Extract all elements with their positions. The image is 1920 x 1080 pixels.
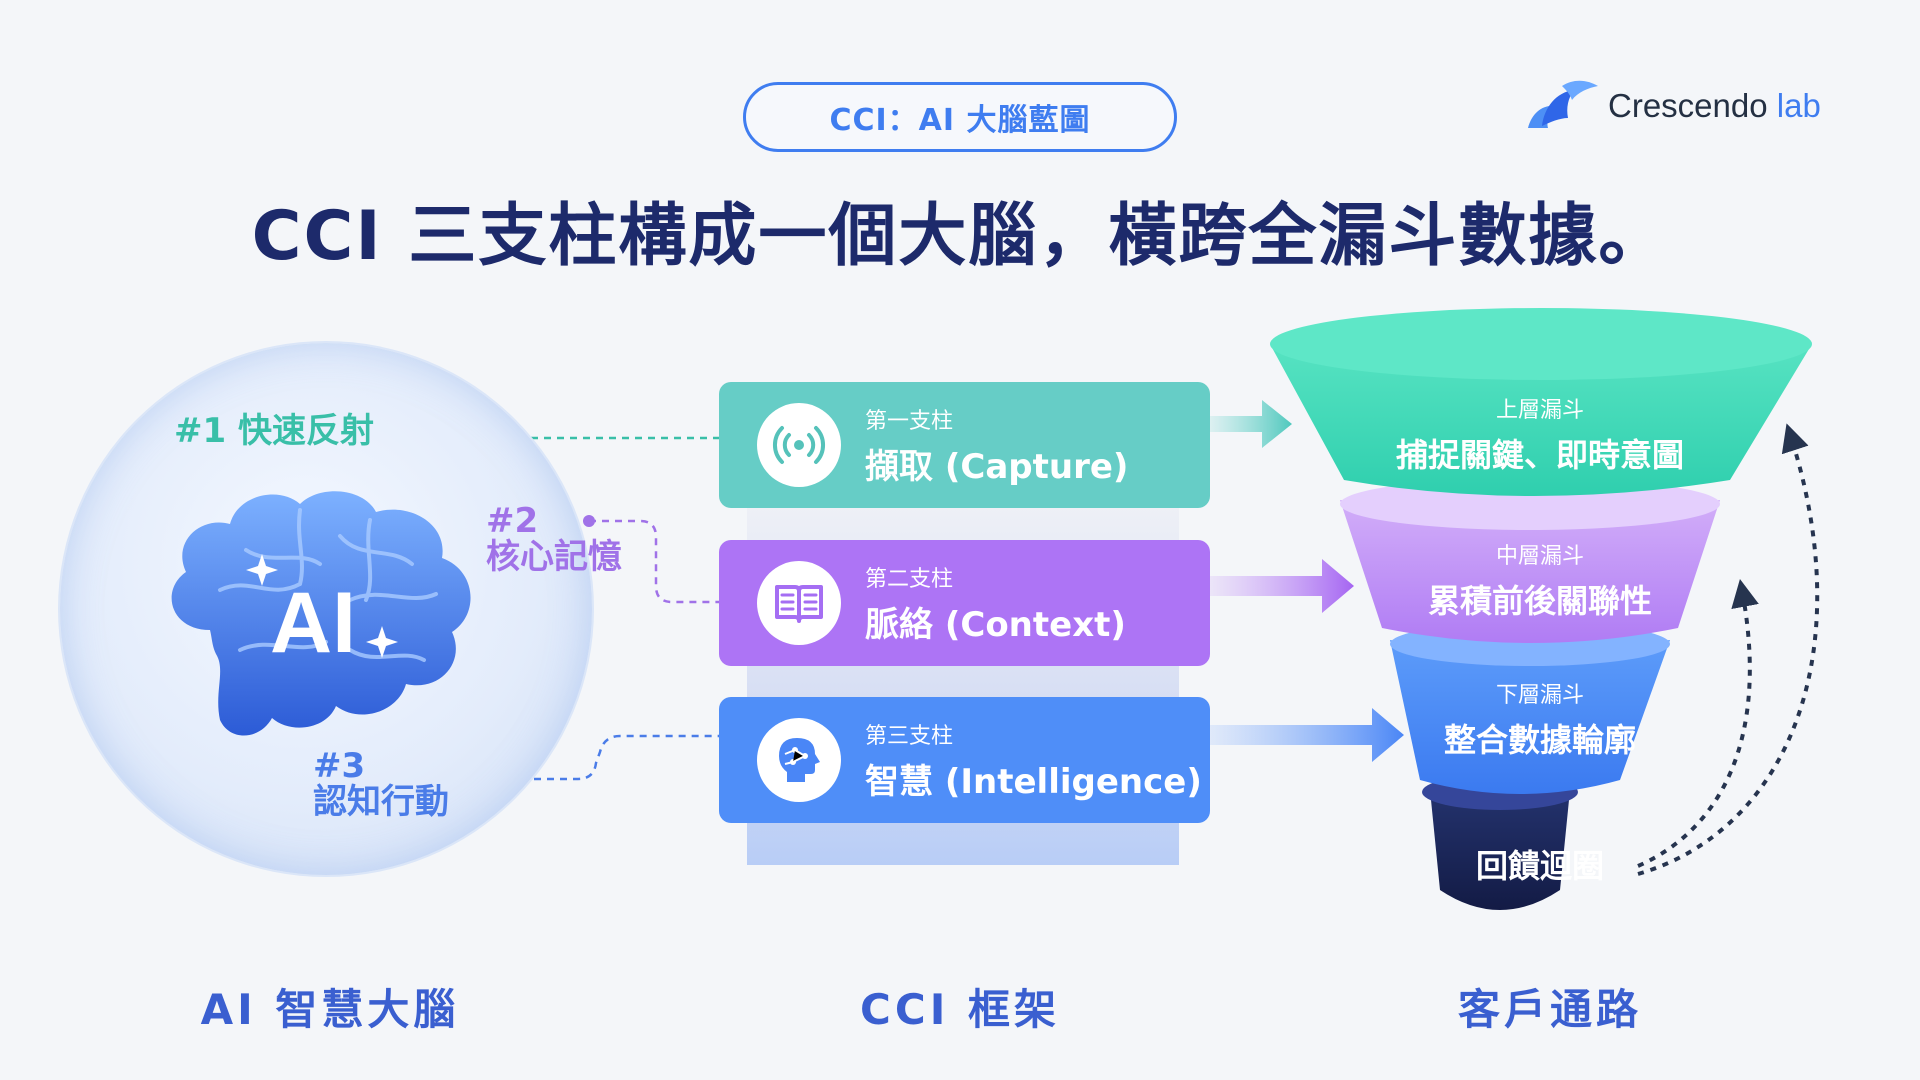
pillar-number: 第一支柱 <box>865 408 954 434</box>
brain-icon: AI <box>171 491 471 736</box>
footer-customer-channel: 客戶通路 <box>1457 985 1642 1034</box>
funnel-label-feedback: 回饋迴圈 <box>1475 847 1604 885</box>
pillar-title: 智慧 (Intelligence) <box>865 761 1202 802</box>
broadcast-icon <box>757 403 841 487</box>
blueprint-pill: CCI：AI 大腦藍圖 <box>743 82 1177 152</box>
pillar-number: 第三支柱 <box>865 723 954 749</box>
sparkle-icon <box>366 626 398 658</box>
pillar-context: 第二支柱 脈絡 (Context) <box>719 540 1210 666</box>
brain-ai-text: AI <box>270 575 356 671</box>
crescendo-lab-logo: Crescendo lab <box>1522 78 1842 134</box>
brand-name: Crescendo lab <box>1608 87 1821 124</box>
pillar-capture: 第一支柱 擷取 (Capture) <box>719 382 1210 508</box>
brain-label-memory: #2 核心記憶 <box>486 501 622 577</box>
pillar-title: 脈絡 (Context) <box>865 604 1126 645</box>
ai-head-icon <box>757 718 841 802</box>
pillar-intelligence: 第三支柱 智慧 (Intelligence) <box>719 697 1210 823</box>
pillar-number: 第二支柱 <box>865 566 954 592</box>
footer-cci-framework: CCI 框架 <box>860 985 1060 1034</box>
sparkle-icon <box>246 554 278 586</box>
funnel-label-lower: 下層漏斗 整合數據輪廓 <box>1443 683 1636 759</box>
crescendo-swirl-icon <box>1528 80 1598 128</box>
funnel-label-top: 上層漏斗 捕捉關鍵、即時意圖 <box>1395 398 1684 474</box>
funnel-label-middle: 中層漏斗 累積前後關聯性 <box>1427 544 1652 620</box>
footer-ai-brain: AI 智慧大腦 <box>200 985 460 1034</box>
brain-label-reflex: #1 快速反射 <box>174 411 374 451</box>
funnel-tier-top <box>1270 308 1812 496</box>
book-icon <box>757 561 841 645</box>
page-title: CCI 三支柱構成一個大腦，橫跨全漏斗數據。 <box>251 197 1669 276</box>
pillar-title: 擷取 (Capture) <box>865 446 1129 487</box>
customer-funnel <box>1270 308 1812 910</box>
brain-label-action: #3 認知行動 <box>313 746 449 822</box>
